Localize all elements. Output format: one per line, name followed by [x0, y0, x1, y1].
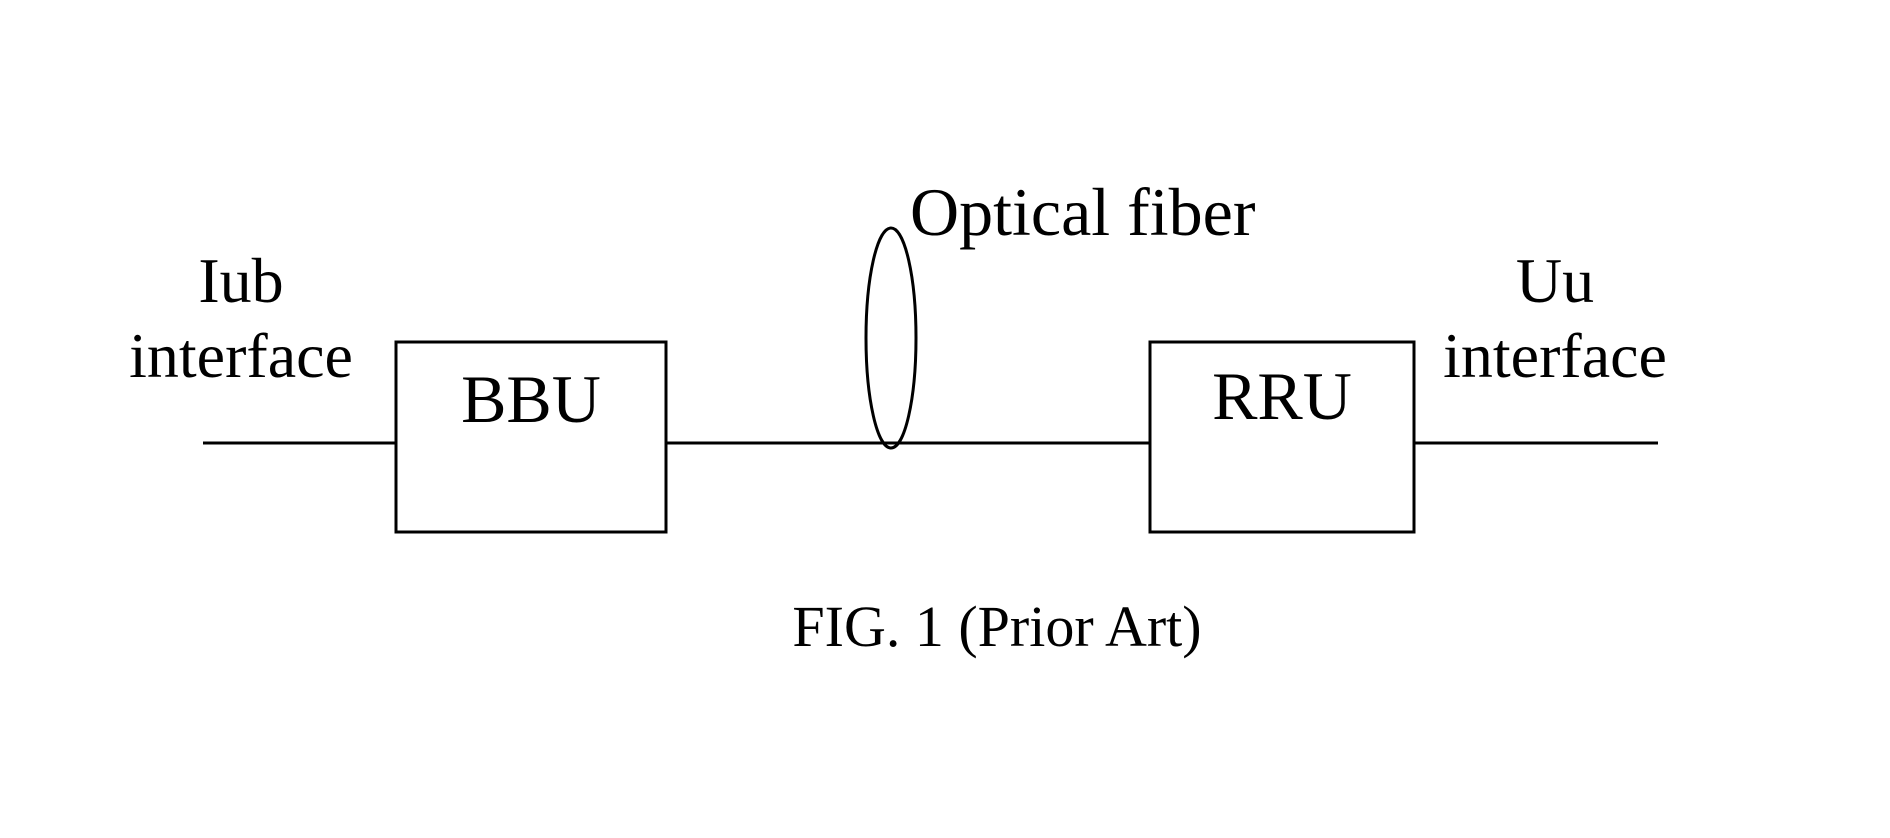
uu-interface-label-line2: interface [1443, 320, 1667, 391]
figure-caption: FIG. 1 (Prior Art) [792, 594, 1201, 659]
uu-interface-label-line1: Uu [1516, 245, 1594, 316]
iub-interface-label-line2: interface [129, 320, 353, 391]
rru-label: RRU [1212, 358, 1352, 434]
optical-fiber-label: Optical fiber [910, 174, 1256, 250]
iub-interface-label-line1: Iub [198, 245, 283, 316]
bbu-label: BBU [461, 361, 601, 437]
optical-fiber-marker [866, 228, 916, 448]
